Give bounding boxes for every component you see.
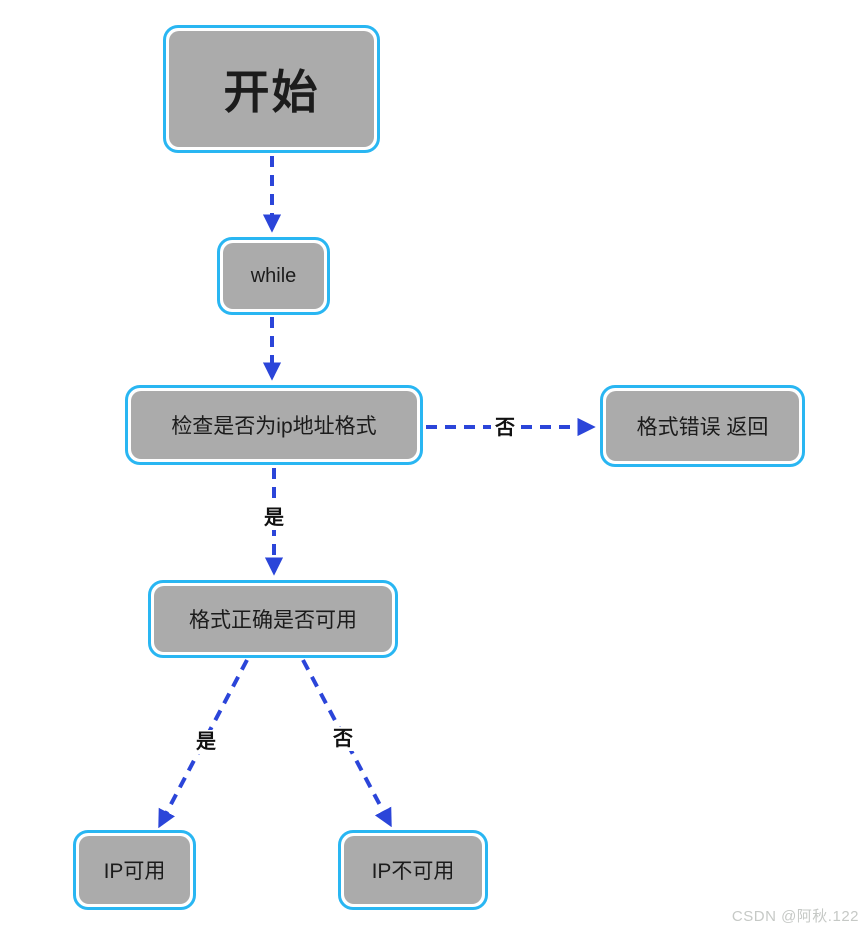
node-format-ok-usable: 格式正确是否可用 (148, 580, 398, 658)
node-check-ip-format: 检查是否为ip地址格式 (125, 385, 423, 465)
csdn-watermark: CSDN @阿秋.122 (731, 908, 859, 925)
edge-label-yes-format: 是 (260, 506, 288, 530)
node-check-ip-format-label: 检查是否为ip地址格式 (131, 391, 417, 459)
node-start: 开始 (163, 25, 380, 153)
edge-label-no-format: 否 (491, 416, 519, 440)
node-while-label: while (223, 243, 324, 309)
node-while: while (217, 237, 330, 315)
edge-label-yes-usable: 是 (192, 730, 220, 754)
node-ip-usable-label: IP可用 (79, 836, 190, 904)
node-format-error-label: 格式错误 返回 (606, 391, 799, 461)
node-format-ok-usable-label: 格式正确是否可用 (154, 586, 392, 652)
edge-checkusable-ipusable (158, 659, 249, 829)
node-ip-unusable: IP不可用 (338, 830, 488, 910)
node-format-error: 格式错误 返回 (600, 385, 805, 467)
node-ip-unusable-label: IP不可用 (344, 836, 482, 904)
node-ip-usable: IP可用 (73, 830, 196, 910)
node-start-label: 开始 (169, 31, 374, 147)
edge-checkusable-ipunusable (301, 659, 392, 828)
edge-label-no-usable: 否 (329, 727, 357, 751)
